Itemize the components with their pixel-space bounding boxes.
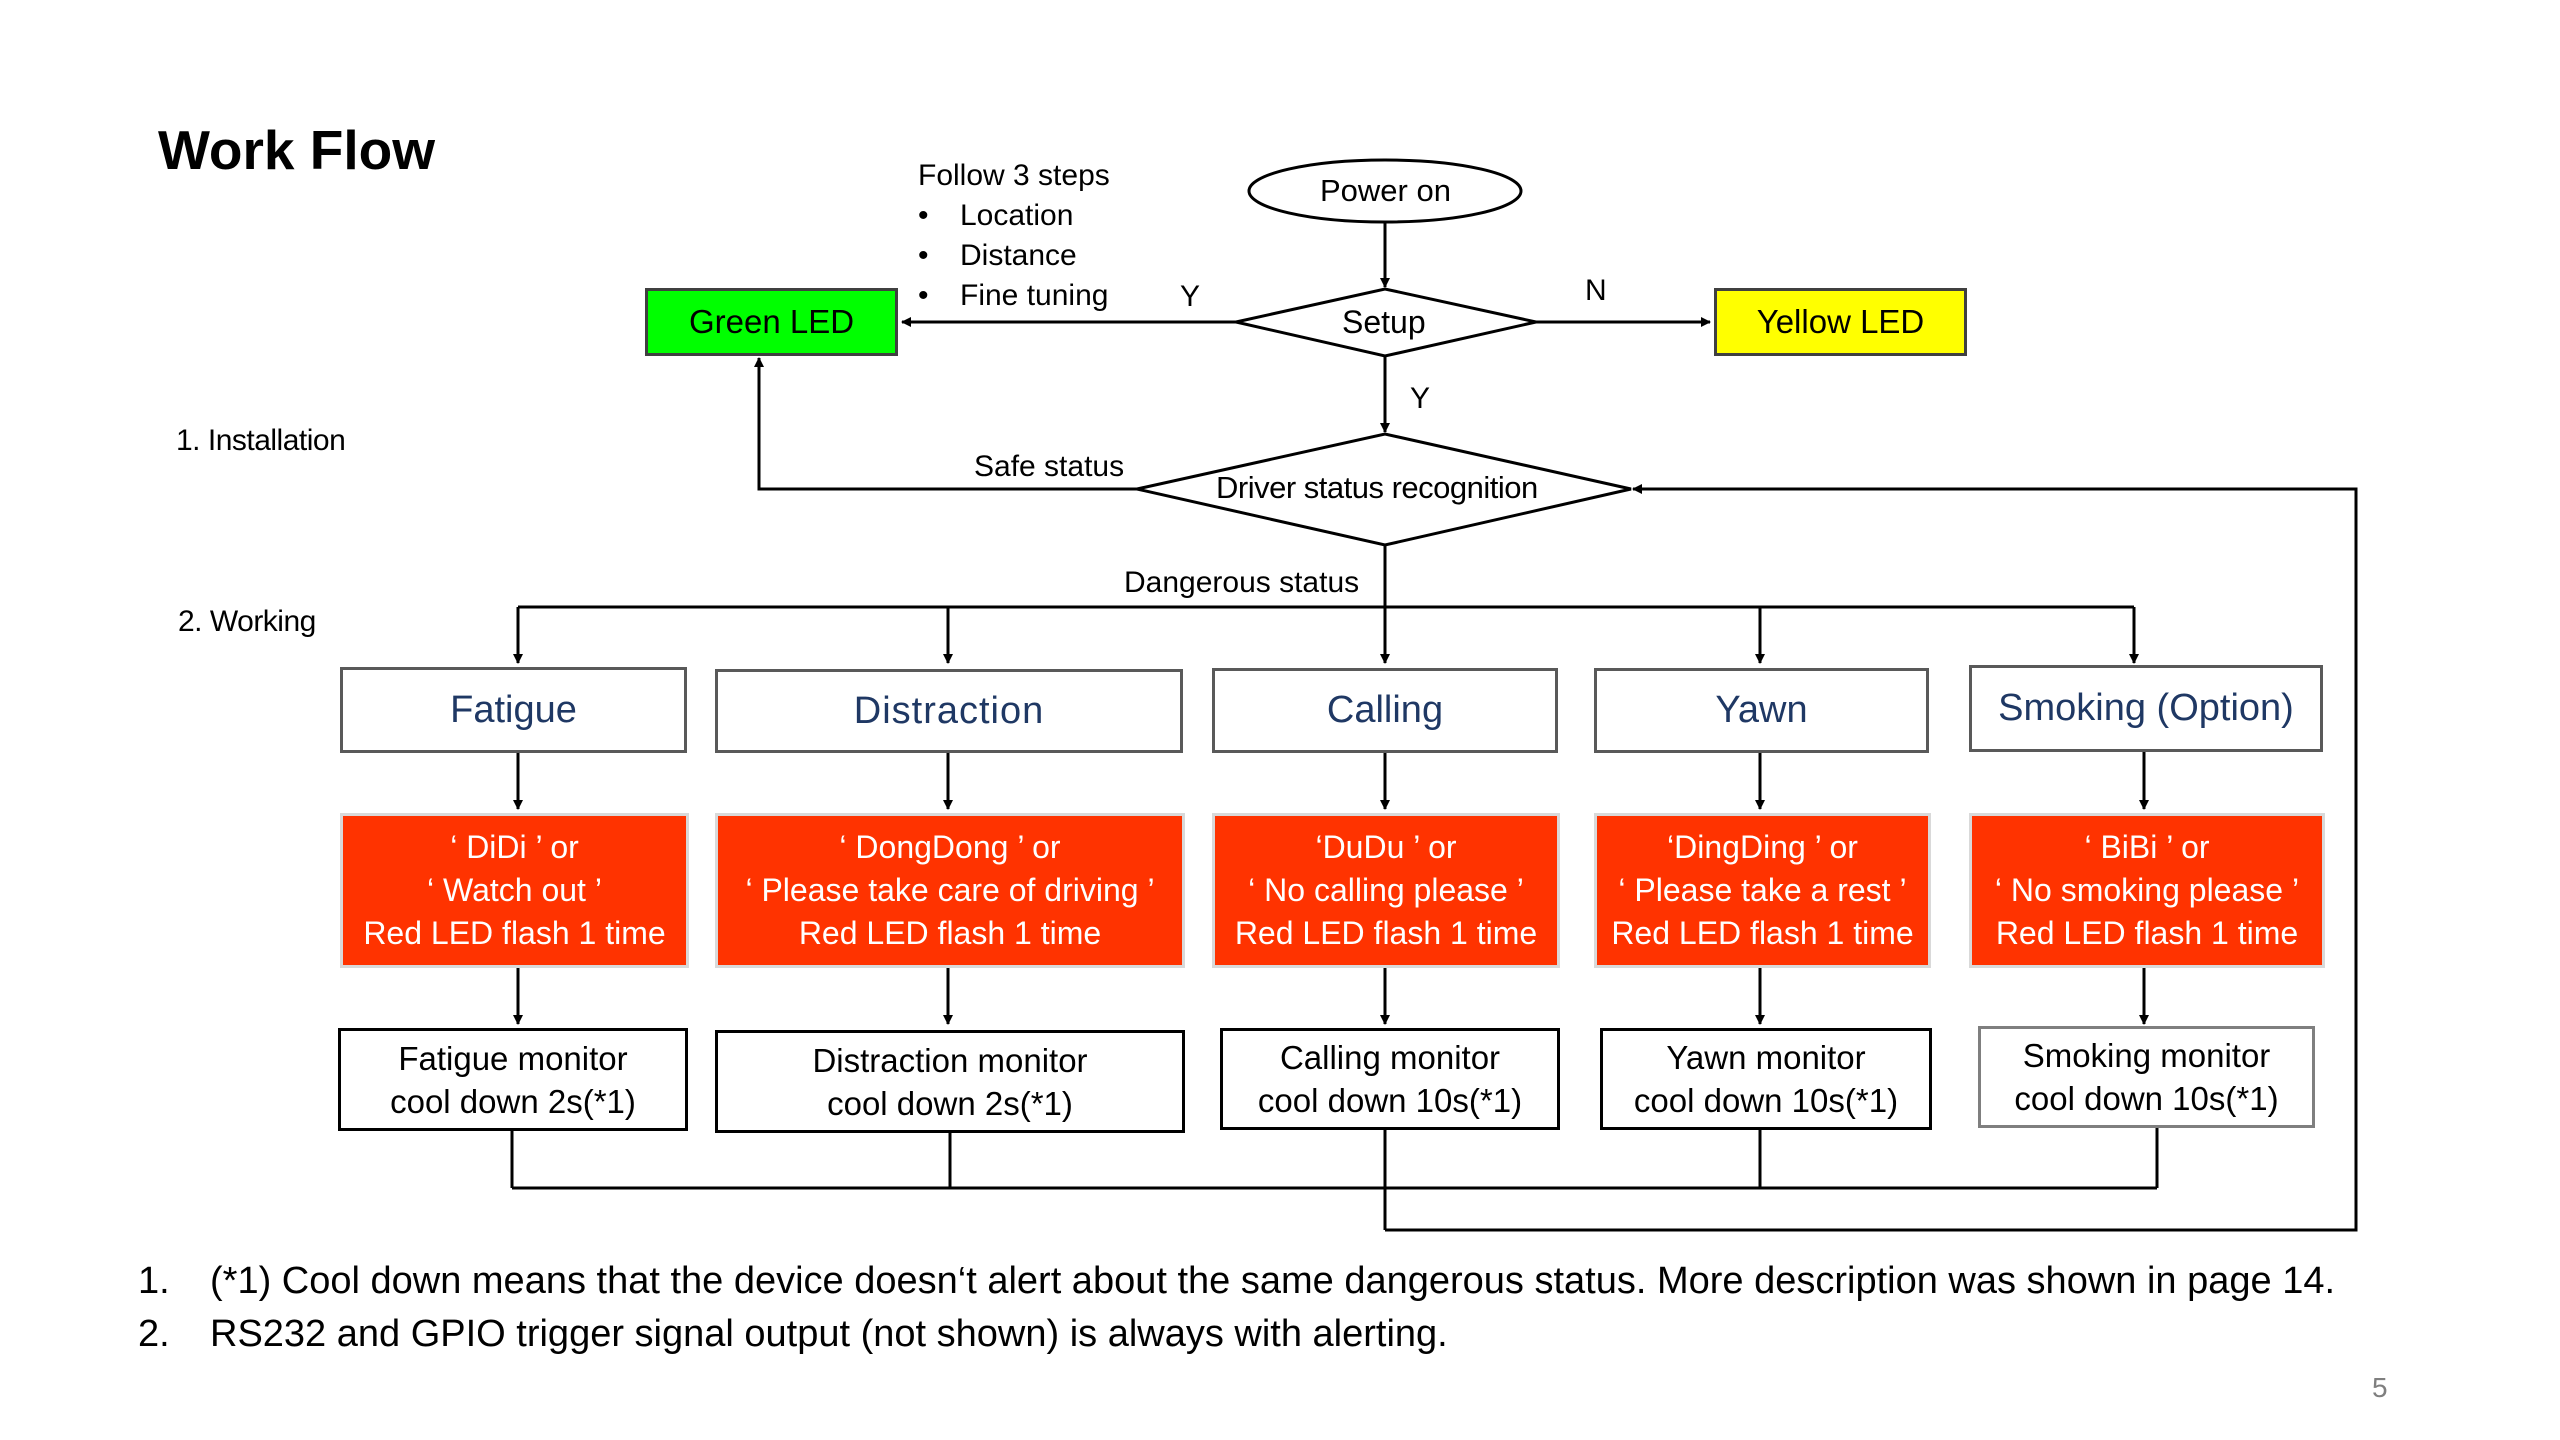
page-title: Work Flow: [158, 119, 436, 181]
setup-yes-down-label: Y: [1410, 382, 1431, 415]
section-installation: 1. Installation: [176, 424, 346, 457]
alert-calling: ‘DuDu ’ or‘ No calling please ’Red LED f…: [1212, 813, 1560, 968]
arrow-loop-back: [1385, 484, 2358, 1232]
category-yawn: Yawn: [1594, 668, 1929, 753]
setup-no-label: N: [1585, 274, 1607, 307]
driver-status-label: Driver status recognition: [1216, 470, 1538, 505]
alert-smoking: ‘ BiBi ’ or‘ No smoking please ’Red LED …: [1969, 813, 2325, 968]
footnote-item: 2.RS232 and GPIO trigger signal output (…: [138, 1313, 1448, 1355]
footnote-item: 1.(*1) Cool down means that the device d…: [138, 1260, 2336, 1302]
category-fatigue: Fatigue: [340, 667, 687, 753]
power-on-label: Power on: [1320, 173, 1451, 208]
yellow-led-node: Yellow LED: [1714, 288, 1967, 356]
category-smoking: Smoking (Option): [1969, 665, 2323, 752]
category-distraction: Distraction: [715, 669, 1183, 753]
follow-step: •Fine tuning: [918, 276, 1110, 316]
bullet-icon: •: [918, 279, 929, 312]
bullet-icon: •: [918, 199, 929, 232]
dangerous-status-label: Dangerous status: [1124, 566, 1360, 599]
follow-steps-note: Follow 3 steps •Location •Distance •Fine…: [918, 156, 1110, 316]
setup-yes-left-label: Y: [1180, 280, 1201, 313]
page-number: 5: [2372, 1372, 2388, 1403]
driver-status-node-shape: [1136, 432, 1632, 547]
alert-fatigue: ‘ DiDi ’ or‘ Watch out ’Red LED flash 1 …: [340, 813, 689, 968]
safe-status-label: Safe status: [974, 450, 1125, 483]
category-calling: Calling: [1212, 668, 1558, 753]
setup-label: Setup: [1342, 304, 1426, 340]
follow-step: •Distance: [918, 236, 1110, 276]
follow-step: •Location: [918, 196, 1110, 236]
green-led-node: Green LED: [645, 288, 898, 356]
follow-heading: Follow 3 steps: [918, 159, 1110, 192]
footnotes: 1.(*1) Cool down means that the device d…: [138, 1255, 2335, 1361]
section-working: 2. Working: [178, 605, 316, 638]
alert-distraction: ‘ DongDong ’ or‘ Please take care of dri…: [715, 813, 1185, 968]
arrow-safe-to-green: [754, 357, 1137, 491]
bullet-icon: •: [918, 239, 929, 272]
alert-yawn: ‘DingDing ’ or‘ Please take a rest ’Red …: [1594, 813, 1931, 968]
